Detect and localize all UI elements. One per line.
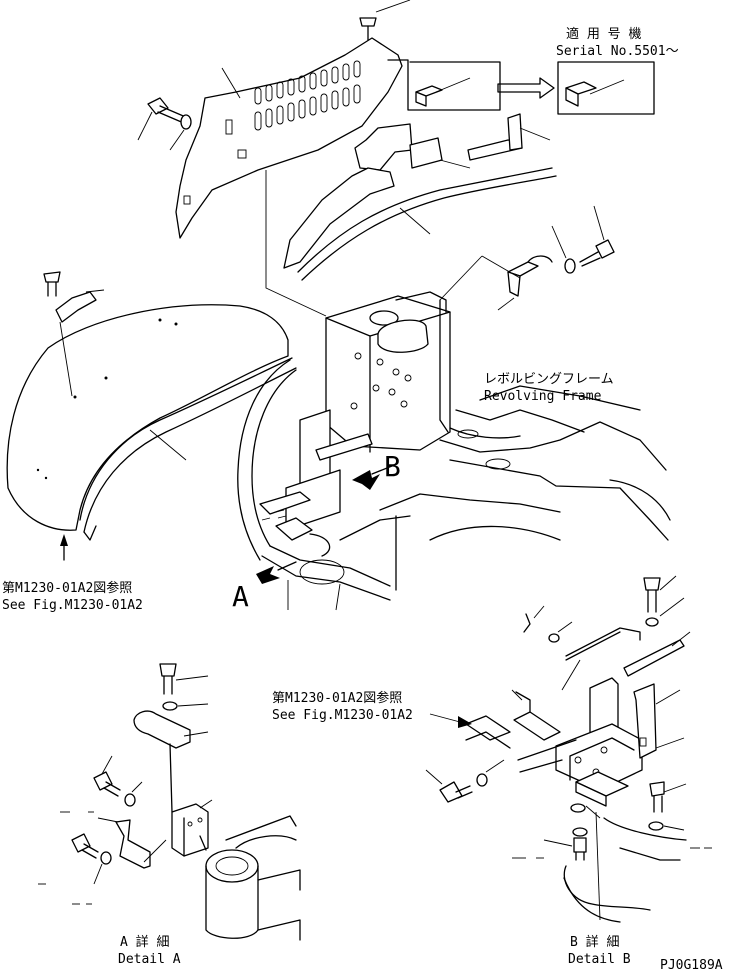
seal-strips (283, 113, 557, 281)
revolving-frame-label-jp: レボルビングフレーム (484, 372, 614, 387)
see-fig2-label-jp: 第M1230-01A2図参照 (272, 690, 402, 706)
serial-inset (387, 59, 655, 115)
revolving-frame-label-en: Revolving Frame (484, 389, 602, 404)
see-fig-label-en: See Fig.M1230-01A2 (2, 598, 143, 613)
detail-b-title-jp: B 詳 細 (570, 934, 619, 950)
leader-lines (265, 170, 483, 317)
see-fig2-label-en: See Fig.M1230-01A2 (272, 708, 413, 723)
view-marker-a: A (232, 580, 249, 613)
view-marker-b: B (384, 450, 401, 483)
detail-a-assembly (38, 663, 301, 941)
serial-label-jp: 適 用 号 機 (566, 26, 641, 42)
revolving-frame-assembly (237, 291, 671, 611)
view-arrows (256, 465, 393, 584)
detail-a-title-jp: A 詳 細 (120, 934, 169, 950)
grille-cover-plate (175, 0, 411, 239)
fender-cover (6, 271, 297, 561)
drawing-code: PJ0G189A (660, 958, 723, 972)
detail-b-assembly (425, 575, 712, 923)
bracket-right (481, 205, 615, 311)
see-fig-label-jp: 第M1230-01A2図参照 (2, 580, 132, 596)
cover-bolt (137, 97, 192, 151)
detail-a-title-en: Detail A (118, 952, 181, 967)
detail-b-title-en: Detail B (568, 952, 631, 967)
serial-label-en: Serial No.5501～ (556, 44, 679, 59)
